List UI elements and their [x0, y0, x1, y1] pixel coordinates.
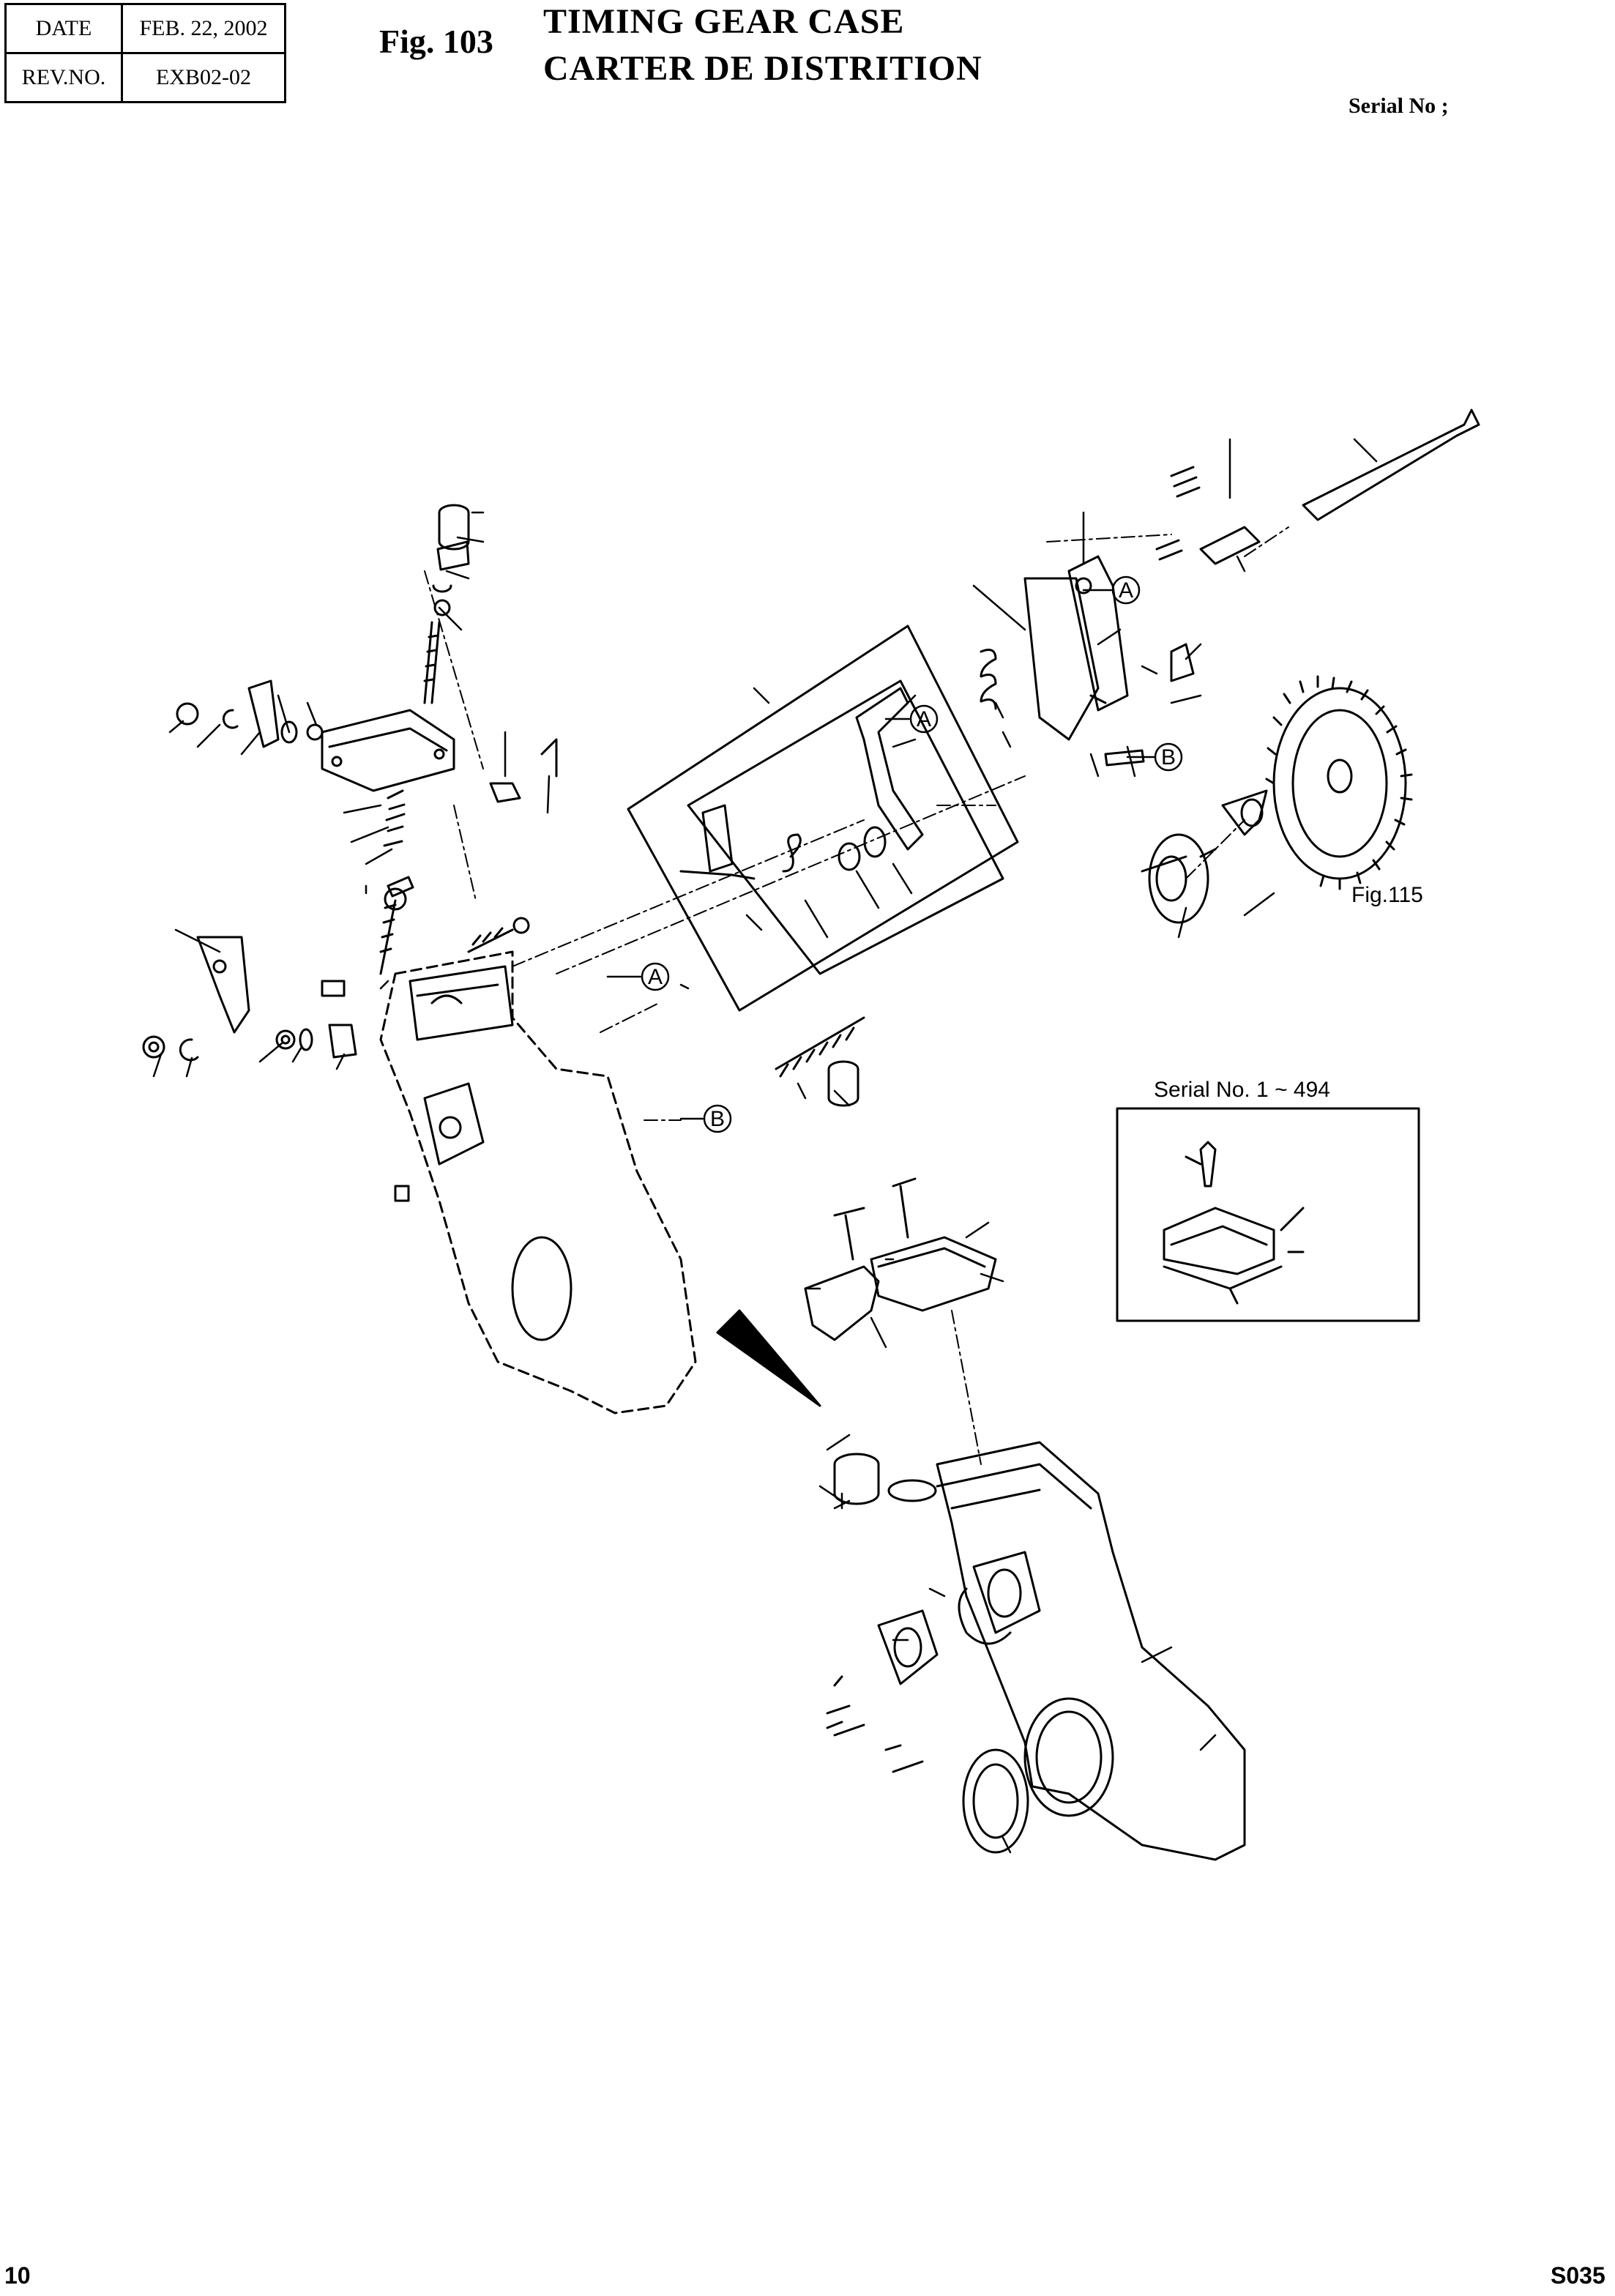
- zoom-arrow: [716, 1309, 821, 1407]
- ref-label-b-1: B: [1161, 745, 1176, 769]
- leader-lines: [152, 438, 1378, 1854]
- page-number: 10: [4, 2262, 31, 2289]
- governor-housing: [176, 504, 558, 898]
- header-info-table: DATE FEB. 22, 2002 REV.NO. EXB02-02: [4, 3, 286, 103]
- spring-and-sleeve: [775, 1016, 865, 1107]
- title-english: TIMING GEAR CASE: [543, 2, 905, 41]
- ref-label-a-3: A: [648, 965, 663, 989]
- reference-markers: [606, 575, 1183, 1133]
- upper-right-linkage: [980, 409, 1480, 767]
- ref-label-a-1: A: [1119, 578, 1133, 603]
- timing-gear: [1141, 675, 1413, 924]
- linkage-box: [627, 625, 1019, 1012]
- center-cover-plate: [804, 1177, 997, 1341]
- date-value: FEB. 22, 2002: [121, 3, 286, 54]
- ref-label-b-2: B: [710, 1107, 725, 1131]
- date-label: DATE: [4, 3, 123, 54]
- title-french: CARTER DE DISTRITION: [543, 49, 982, 88]
- lower-gear-case: [826, 1441, 1246, 1861]
- gear-figure-reference: Fig.115: [1351, 883, 1423, 907]
- serial-number-label: Serial No ;: [1349, 94, 1449, 118]
- upper-gear-case: [379, 950, 697, 1414]
- center-lines: [424, 526, 1289, 1465]
- rev-label: REV.NO.: [4, 52, 123, 103]
- left-linkage-parts: [142, 887, 530, 1062]
- rev-value: EXB02-02: [121, 52, 286, 103]
- figure-number: Fig. 103: [379, 23, 493, 60]
- page-code: S035: [1551, 2262, 1605, 2289]
- inset-serial-range: Serial No. 1 ~ 494: [1154, 1078, 1330, 1102]
- ref-label-a-2: A: [917, 707, 931, 731]
- inset-box: [1116, 1107, 1420, 1322]
